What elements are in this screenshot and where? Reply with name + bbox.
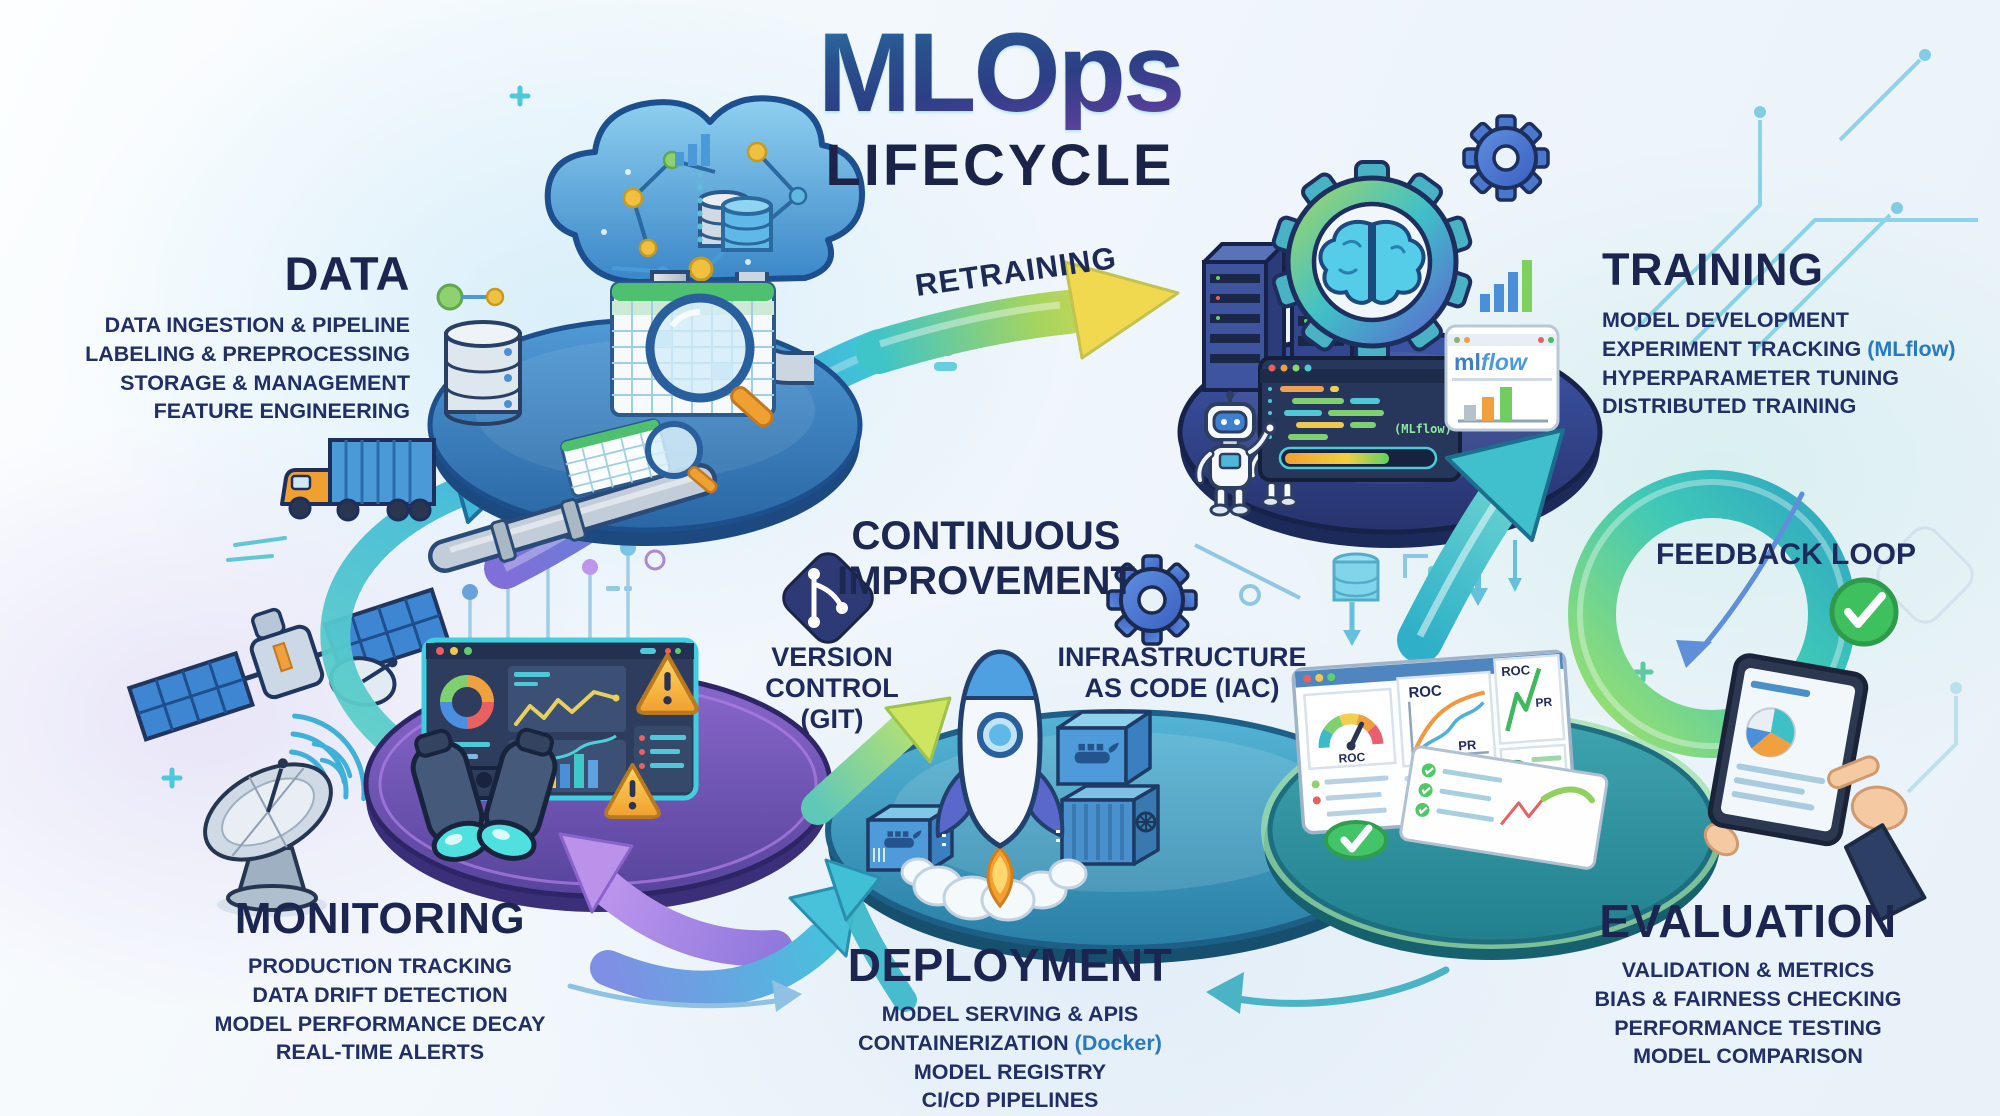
svg-text:PR: PR (1458, 737, 1478, 753)
arrow-deployment-to-monitoring (558, 832, 793, 967)
shipping-container-icon (1060, 784, 1160, 866)
page-title: MLOps LIFECYCLE (700, 15, 1300, 199)
title-mlops: MLOps (700, 15, 1300, 130)
line-chart-icon (508, 666, 626, 732)
training-item: DISTRIBUTED TRAINING (1602, 394, 1857, 419)
database-icon (1332, 552, 1380, 602)
code-mlflow-tag: (MLflow) (1394, 422, 1452, 436)
faint-diamond-decor (1876, 526, 1974, 624)
training-item: HYPERPARAMETER TUNING (1602, 365, 1900, 390)
deployment-item: MODEL REGISTRY (913, 1059, 1107, 1084)
monitoring-item: DATA DRIFT DETECTION (252, 982, 508, 1007)
deployment-item: CI/CD PIPELINES (921, 1088, 1099, 1113)
iac-gear-icon (1106, 554, 1198, 646)
arrow-feedback-curve (1676, 491, 1805, 668)
gear-brain-icon (1271, 160, 1473, 364)
continuous-improvement-label: CONTINUOUS IMPROVEMENT (837, 514, 1135, 603)
truck-icon (226, 438, 436, 562)
code-window: (MLflow) (1258, 356, 1462, 482)
satellite-icon (126, 587, 451, 742)
evaluation-item: VALIDATION & METRICS (1621, 958, 1875, 982)
evaluation-item: PERFORMANCE TESTING (1614, 1015, 1882, 1040)
svg-text:ROC: ROC (1408, 682, 1443, 701)
deployment-item: CONTAINERIZATION (Docker) (858, 1030, 1162, 1055)
training-item: EXPERIMENT TRACKING (MLflow) (1602, 336, 1956, 361)
svg-text:PR: PR (1535, 695, 1553, 710)
donut-chart-icon (440, 675, 494, 729)
training-item: MODEL DEVELOPMENT (1602, 308, 1849, 332)
deployment-heading: DEPLOYMENT (847, 939, 1173, 991)
mlflow-logo: mlflow (1454, 349, 1529, 375)
brain-icon (1318, 219, 1426, 305)
gauge-label: ROC (1338, 750, 1366, 766)
gauge-icon: ROC (1303, 687, 1397, 771)
data-section: DATA DATA INGESTION & PIPELINE LABELING … (58, 246, 410, 426)
evaluation-heading: EVALUATION (1599, 895, 1897, 947)
circuit-decor-bottomright (1906, 682, 1962, 794)
arrow-monitoring-to-deployment-small (567, 980, 802, 1012)
report-sheet-icon (1399, 745, 1609, 870)
small-gear-icon (1462, 114, 1550, 202)
evaluation-item: BIAS & FAIRNESS CHECKING (1594, 986, 1902, 1011)
svg-text:ROC: ROC (1501, 662, 1531, 679)
title-lifecycle: LIFECYCLE (825, 133, 1175, 199)
circuit-decor-topright (1633, 49, 1978, 352)
feedback-loop-label: FEEDBACK LOOP (1655, 538, 1916, 571)
monitoring-item: REAL-TIME ALERTS (275, 1040, 485, 1065)
binoculars-icon (410, 727, 558, 862)
mini-database-icon (721, 196, 773, 252)
pr-chart-icon: ROC PR (1493, 653, 1566, 745)
database-stack-icon (444, 320, 522, 426)
check-badge-icon (1324, 820, 1388, 860)
rocket-icon (900, 649, 1088, 922)
evaluation-item: MODEL COMPARISON (1633, 1044, 1863, 1069)
progress-bar (1278, 446, 1438, 470)
bar-chart-icon (675, 134, 710, 255)
monitoring-heading: MONITORING (234, 894, 526, 943)
mlflow-window: mlflow (1444, 324, 1560, 432)
data-item: STORAGE & MANAGEMENT (120, 370, 410, 395)
evaluation-section: EVALUATION VALIDATION & METRICS BIAS & F… (1528, 894, 1968, 1071)
monitoring-item: MODEL PERFORMANCE DECAY (214, 1011, 546, 1036)
check-list (1415, 763, 1503, 822)
iac-label: INFRASTRUCTURE AS CODE (IAC) (1057, 642, 1307, 704)
data-item: LABELING & PREPROCESSING (85, 341, 410, 366)
data-item: DATA INGESTION & PIPELINE (104, 313, 410, 337)
cloud-icon (544, 95, 866, 285)
arrow-corner-teal (824, 858, 917, 1012)
git-icon (782, 552, 874, 644)
deployment-item: MODEL SERVING & APIS (881, 1002, 1139, 1026)
version-control-label: VERSION CONTROL (GIT) (765, 642, 899, 735)
magnifier-icon (645, 293, 774, 428)
arrow-evaluation-to-training (1397, 428, 1565, 663)
monitoring-item: PRODUCTION TRACKING (248, 954, 512, 978)
arrow-evaluation-to-deployment (1206, 966, 1450, 1014)
satellite-dish-icon (203, 758, 333, 917)
check-circle-icon (1829, 577, 1899, 647)
deployment-section: DEPLOYMENT MODEL SERVING & APIS CONTAINE… (808, 938, 1212, 1115)
tablet-hands (1703, 653, 1927, 923)
arrow-deployment-up (801, 696, 952, 825)
training-section: TRAINING MODEL DEVELOPMENT EXPERIMENT TR… (1602, 244, 1992, 421)
small-magnifier-icon (645, 421, 718, 494)
monitoring-section: MONITORING PRODUCTION TRACKING DATA DRIF… (160, 894, 600, 1067)
data-heading: DATA (284, 247, 410, 300)
alert-list-panel (634, 726, 692, 792)
monitoring-dashboard-window (421, 637, 697, 801)
data-item: FEATURE ENGINEERING (153, 399, 410, 424)
container-box-icon (1056, 710, 1152, 786)
pie-chart-icon (1745, 707, 1796, 758)
training-heading: TRAINING (1602, 244, 1824, 295)
training-bars-icon (1480, 260, 1532, 312)
